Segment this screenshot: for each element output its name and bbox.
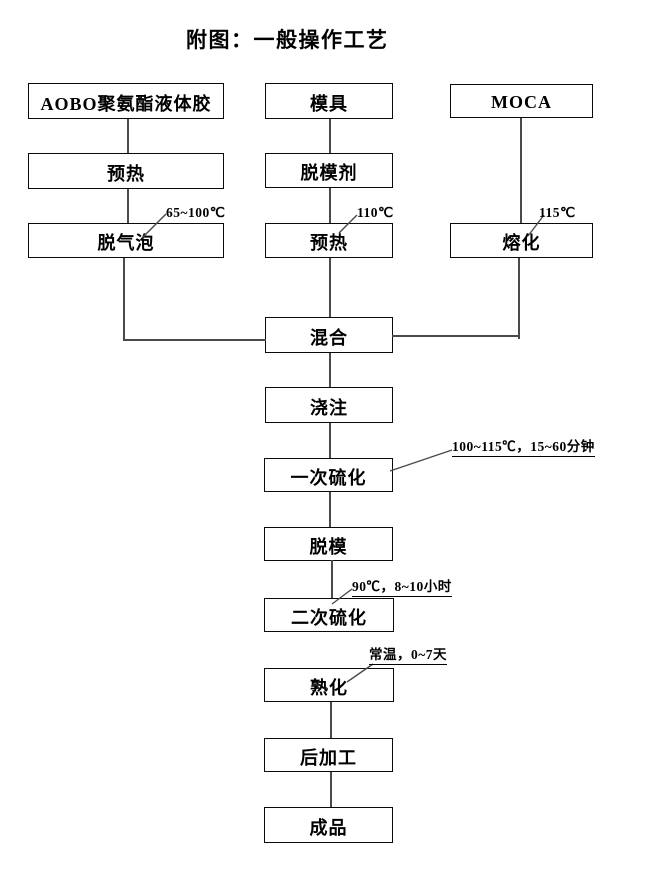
node-mix: 混合: [265, 317, 393, 353]
node-post-processing: 后加工: [264, 738, 393, 772]
node-degas: 脱气泡: [28, 223, 224, 258]
annotation-secondary-cure-condition: 90℃，8~10小时: [352, 579, 452, 597]
connector-preheat-degas: [127, 189, 129, 223]
annotation-mold-preheat-temp: 110℃: [357, 205, 394, 220]
annotation-primary-cure-condition: 100~115℃，15~60分钟: [452, 439, 595, 457]
connector-release-preheat: [329, 188, 331, 223]
node-preheat-mold: 预热: [265, 223, 393, 258]
leader-primary-cure: [389, 449, 453, 472]
leader-melt-temp: [527, 214, 545, 237]
connector-degas-down: [123, 258, 125, 340]
leader-secondary-cure: [331, 588, 353, 605]
node-melt: 熔化: [450, 223, 593, 258]
annotation-aging-condition: 常温，0~7天: [369, 647, 448, 665]
connector-aging-post: [330, 702, 332, 738]
annotation-melt-temp: 115℃: [539, 205, 576, 220]
page-title: 附图：一般操作工艺: [186, 28, 389, 52]
node-preheat-left: 预热: [28, 153, 224, 189]
node-secondary-cure: 二次硫化: [264, 598, 394, 632]
connector-pour-cure1: [329, 423, 331, 458]
node-aging: 熟化: [264, 668, 394, 702]
node-aobo-polyurethane-liquid: AOBO聚氨酯液体胶: [28, 83, 224, 119]
connector-mold-release: [329, 119, 331, 153]
node-mold: 模具: [265, 83, 393, 119]
leader-aging: [346, 663, 374, 683]
connector-aobo-preheat: [127, 119, 129, 153]
connector-post-final: [330, 772, 332, 807]
connector-melt-down: [518, 258, 520, 339]
node-moca: MOCA: [450, 84, 593, 118]
node-primary-cure: 一次硫化: [264, 458, 393, 492]
connector-mix-pour: [329, 353, 331, 387]
leader-degas-temp: [141, 213, 167, 239]
connector-degas-mix: [123, 339, 266, 341]
leader-mold-preheat-temp: [338, 214, 358, 234]
connector-cure1-demold: [329, 492, 331, 527]
node-demold: 脱模: [264, 527, 393, 561]
connector-melt-mix: [392, 335, 519, 337]
connector-demold-cure2: [331, 560, 333, 598]
node-release-agent: 脱模剂: [265, 153, 393, 188]
node-finished-product: 成品: [264, 807, 393, 843]
connector-moca-melt: [520, 118, 522, 223]
annotation-degas-temp: 65~100℃: [166, 205, 226, 220]
connector-preheat-mix: [329, 258, 331, 317]
node-pour: 浇注: [265, 387, 393, 423]
